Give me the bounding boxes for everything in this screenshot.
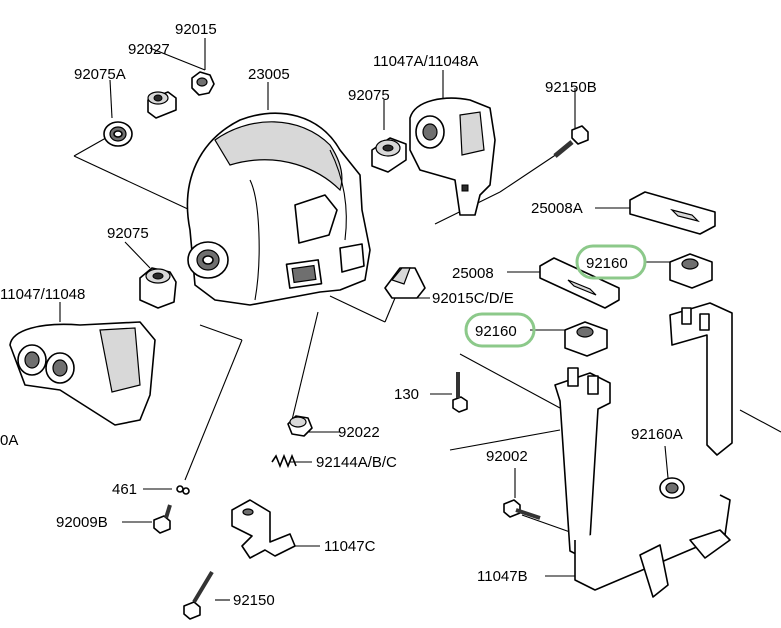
label-11047A-11048A[interactable]: 11047A/11048A (373, 53, 478, 70)
label-11047C[interactable]: 11047C (324, 538, 376, 555)
label-0A[interactable]: 0A (0, 432, 18, 449)
part-labels: 92015 92027 92075A 23005 11047A/11048A 9… (0, 21, 683, 609)
label-92002[interactable]: 92002 (486, 448, 528, 465)
part-92160-damper-top[interactable] (669, 253, 713, 289)
label-461[interactable]: 461 (112, 481, 137, 498)
part-11047-11048-bracket[interactable] (9, 321, 156, 426)
label-11047B[interactable]: 11047B (477, 568, 528, 585)
label-11047-11048[interactable]: 11047/11048 (0, 286, 85, 303)
label-92075-top[interactable]: 92075 (348, 87, 390, 104)
label-92150[interactable]: 92150 (233, 592, 275, 609)
label-23005[interactable]: 23005 (248, 66, 290, 83)
part-92015-nut[interactable] (191, 71, 215, 96)
label-92015CDE[interactable]: 92015C/D/E (432, 290, 514, 307)
part-11047C-bracket[interactable] (231, 499, 296, 559)
label-92150B[interactable]: 92150B (545, 79, 597, 96)
label-92160-mid[interactable]: 92160 (475, 323, 517, 340)
part-92015CDE-clip[interactable] (384, 267, 426, 299)
highlight-ring-92160-top (575, 244, 647, 280)
label-92009B[interactable]: 92009B (56, 514, 108, 531)
part-92027-collar[interactable] (147, 91, 177, 119)
label-92022[interactable]: 92022 (338, 424, 380, 441)
part-25008A-plate[interactable] (629, 191, 716, 235)
label-92075A[interactable]: 92075A (74, 66, 126, 83)
part-92150B-bolt[interactable] (553, 125, 589, 158)
part-92075A-grommet[interactable] (103, 121, 133, 147)
part-92009B-screw[interactable] (153, 504, 172, 534)
highlight-ring-92160-mid (464, 312, 536, 348)
part-461-pin[interactable] (176, 485, 190, 495)
part-stay-frame[interactable] (554, 302, 733, 598)
label-92075-left[interactable]: 92075 (107, 225, 149, 242)
part-11047A-11048A-bracket[interactable] (409, 97, 496, 216)
label-92160A[interactable]: 92160A (631, 426, 683, 443)
label-92160-top[interactable]: 92160 (586, 255, 628, 272)
part-92002-bolt[interactable] (503, 499, 541, 520)
label-130[interactable]: 130 (394, 386, 419, 403)
part-92144ABC-spring[interactable] (271, 453, 297, 469)
part-92160A-ring[interactable] (659, 477, 685, 499)
part-92150-bolt[interactable] (183, 570, 214, 620)
part-92075-grommet-top[interactable] (371, 137, 407, 173)
part-92160-damper-mid[interactable] (564, 321, 608, 357)
part-25008-plate[interactable] (539, 257, 620, 309)
highlight-rings (464, 244, 647, 348)
label-92027[interactable]: 92027 (128, 41, 170, 58)
part-23005-housing[interactable] (186, 112, 371, 306)
label-92144ABC[interactable]: 92144A/B/C (316, 454, 397, 471)
label-25008A[interactable]: 25008A (531, 200, 583, 217)
part-92022-collar[interactable] (287, 415, 313, 437)
label-92015[interactable]: 92015 (175, 21, 217, 38)
label-25008[interactable]: 25008 (452, 265, 494, 282)
part-130-bolt[interactable] (452, 372, 468, 413)
part-92075-grommet-left[interactable] (139, 267, 177, 309)
